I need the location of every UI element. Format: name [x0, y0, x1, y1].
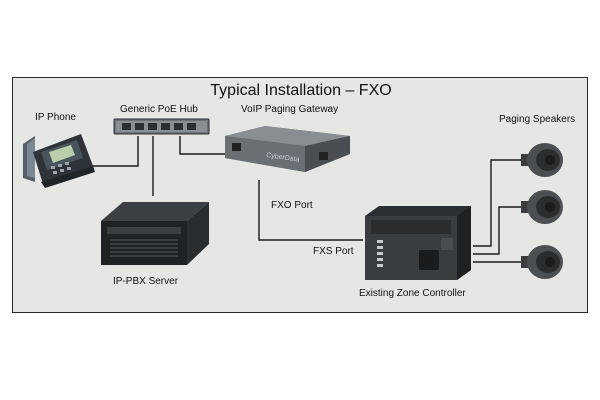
- fxs-port-label: FXS Port: [313, 246, 354, 257]
- line-controller-speaker-mid: [473, 206, 521, 255]
- diagram-title: Typical Installation – FXO: [210, 82, 392, 99]
- connection-lines: [81, 136, 521, 263]
- zone-controller-icon: [365, 206, 471, 280]
- svg-text:CyberData: CyberData: [266, 152, 300, 164]
- paging-speakers-label: Paging Speakers: [499, 114, 576, 125]
- line-gateway-controller: [258, 180, 363, 241]
- paging-gateway-icon: CyberData: [225, 126, 350, 172]
- diagram-panel: Typical Installation – FXO: [12, 77, 588, 313]
- diagram-canvas: CyberData: [23, 118, 563, 280]
- ip-phone-label: IP Phone: [35, 112, 76, 123]
- paging-speaker-bottom-icon: [521, 245, 563, 279]
- line-hub-gateway: [179, 136, 226, 155]
- ip-phone-icon: [23, 134, 95, 188]
- poe-hub-label: Generic PoE Hub: [120, 104, 198, 115]
- fxo-port-label: FXO Port: [271, 200, 313, 211]
- ip-pbx-server-icon: [101, 202, 209, 265]
- paging-speaker-mid-icon: [521, 190, 563, 224]
- ip-pbx-label: IP-PBX Server: [113, 276, 179, 287]
- poe-hub-icon: [113, 118, 210, 135]
- gateway-label: VoIP Paging Gateway: [241, 104, 339, 115]
- line-controller-speaker-top: [473, 159, 521, 247]
- paging-speaker-top-icon: [521, 143, 563, 177]
- line-phone-hub: [81, 136, 139, 167]
- zone-controller-label: Existing Zone Controller: [359, 288, 466, 299]
